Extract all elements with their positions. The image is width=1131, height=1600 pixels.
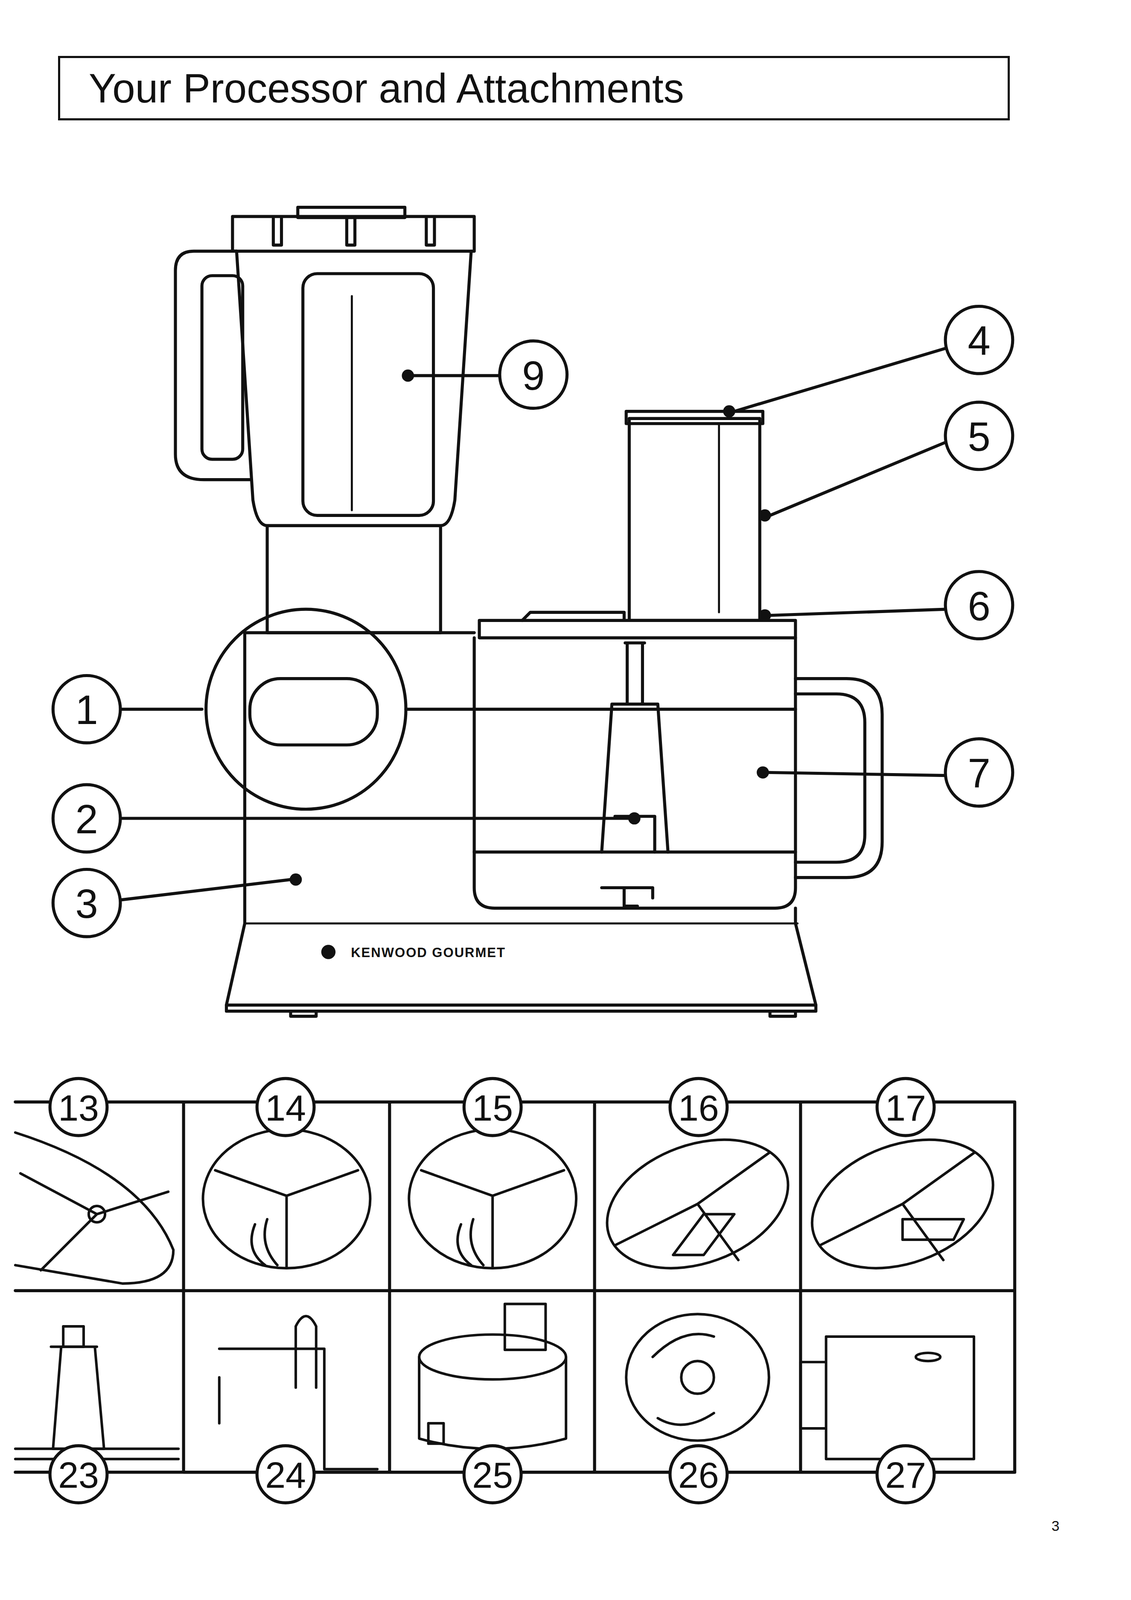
page-number: 3 (1051, 1518, 1060, 1533)
callout-number: 15 (472, 1089, 514, 1126)
page-title: Your Processor and Attachments (88, 67, 685, 109)
callout-number: 23 (58, 1456, 100, 1493)
callout-number: 26 (678, 1456, 720, 1493)
callout-number: 17 (885, 1089, 927, 1126)
callout-number: 25 (472, 1456, 514, 1493)
callout-number: 24 (265, 1456, 307, 1493)
callout-number: 9 (521, 355, 545, 397)
callout-number: 5 (967, 416, 991, 458)
callout-number: 7 (967, 752, 991, 794)
callout-number: 4 (967, 320, 991, 362)
callout-number: 16 (678, 1089, 720, 1126)
title-box: Your Processor and Attachments (58, 55, 1010, 121)
callout-number: 6 (967, 585, 991, 627)
callout-number: 3 (75, 883, 99, 925)
callout-number: 2 (75, 798, 99, 840)
callout-number: 14 (265, 1089, 307, 1126)
callout-number: 1 (75, 689, 99, 731)
callout-number: 27 (885, 1456, 927, 1493)
callout-number: 13 (58, 1089, 100, 1126)
brand-name: KENWOOD GOURMET (350, 945, 506, 960)
